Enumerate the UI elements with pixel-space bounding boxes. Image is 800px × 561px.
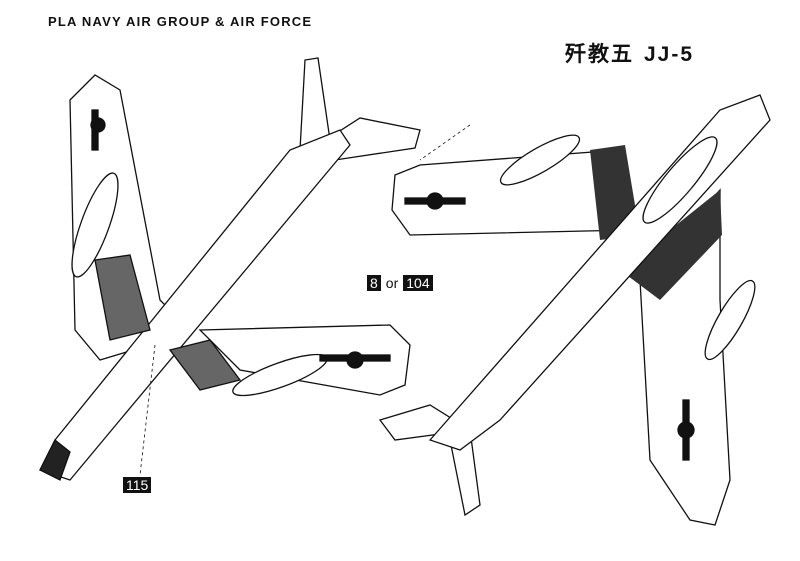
model-title: 歼教五 JJ-5 (565, 38, 694, 68)
drop-tank (71, 172, 119, 278)
sheet-title: PLA NAVY AIR GROUP & AIR FORCE (48, 14, 313, 29)
nose-intake (39, 438, 71, 481)
drop-tank (704, 279, 756, 361)
or-label: or (385, 275, 399, 291)
model-chinese-name: 歼教五 (565, 42, 634, 66)
model-designation: JJ-5 (644, 43, 695, 66)
drop-tank (499, 134, 581, 186)
star-roundel (677, 399, 695, 461)
star-roundel (90, 109, 106, 151)
star-roundel (404, 192, 466, 210)
dark-band (620, 190, 722, 300)
fuselage (39, 129, 351, 481)
flap-shading (94, 254, 151, 341)
aircraft-top-view (39, 57, 421, 481)
decal-callout-tail: 8 or 104 (367, 275, 433, 291)
decal-number-115: 115 (123, 477, 152, 493)
star-roundel (319, 351, 391, 369)
aircraft-bottom-view (378, 94, 771, 526)
decal-number-8: 8 (367, 275, 381, 291)
decal-number-104: 104 (403, 275, 433, 291)
decal-callout-nose: 115 (123, 477, 152, 493)
canopy (642, 136, 718, 224)
flap-shading (168, 339, 242, 391)
